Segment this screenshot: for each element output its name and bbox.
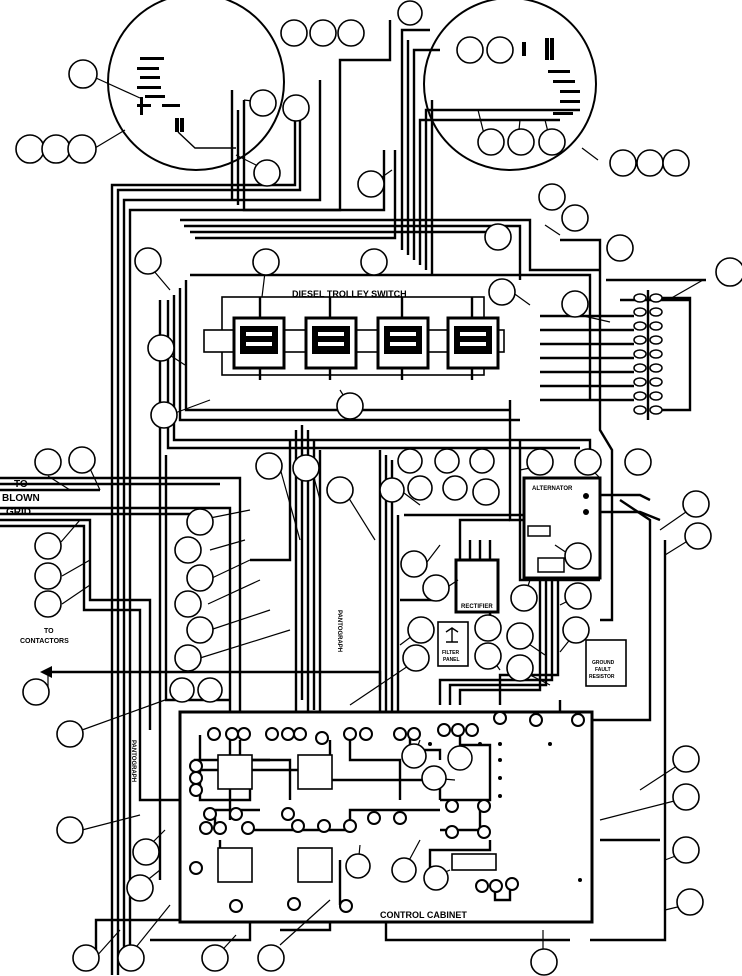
to-contactors-label-2: CONTACTORS	[20, 638, 69, 645]
control-cabinet-label: CONTROL CABINET	[380, 910, 467, 920]
filter-panel-label-2: PANEL	[443, 657, 460, 663]
ground-fault-resistor: GROUND FAULT RESISTOR	[585, 639, 627, 687]
callout-bubbles	[15, 0, 742, 976]
to-blown-grid-label-3: GRID	[6, 507, 31, 518]
to-blown-grid-label-1: TO	[14, 479, 28, 490]
text-labels: TO BLOWN GRID TO CONTACTORS PANTOGRAPH P…	[2, 479, 342, 782]
gfr-label-2: FAULT	[595, 667, 611, 673]
to-blown-grid-label-2: BLOWN	[2, 493, 40, 504]
gfr-label-3: RESISTOR	[589, 674, 615, 680]
to-contactors-label-1: TO	[44, 628, 54, 635]
filter-panel: FILTER PANEL	[437, 621, 469, 667]
gfr-label-1: GROUND	[592, 660, 615, 666]
diesel-trolley-switch-label: DIESEL TROLLEY SWITCH	[292, 289, 407, 299]
switch-pole-3	[376, 316, 430, 370]
wire-bundles	[0, 20, 706, 975]
rectifier-label: RECTIFIER	[461, 604, 493, 610]
pantograph-label-vertical-1: PANTOGRAPH	[336, 610, 342, 652]
switch-pole-2	[304, 316, 358, 370]
pantograph-label-vertical-2: PANTOGRAPH	[130, 740, 136, 782]
switch-pole-1	[232, 316, 286, 370]
diesel-trolley-switch: DIESEL TROLLEY SWITCH	[203, 289, 505, 380]
rectifier: RECTIFIER	[454, 558, 500, 614]
terminal-strip	[540, 290, 692, 420]
detail-circle-left	[107, 0, 285, 171]
switch-pole-4	[446, 316, 500, 370]
filter-panel-label-1: FILTER	[442, 650, 460, 656]
control-cabinet: CONTROL CABINET	[178, 710, 594, 924]
alternator-label: ALTERNATOR	[532, 486, 573, 492]
